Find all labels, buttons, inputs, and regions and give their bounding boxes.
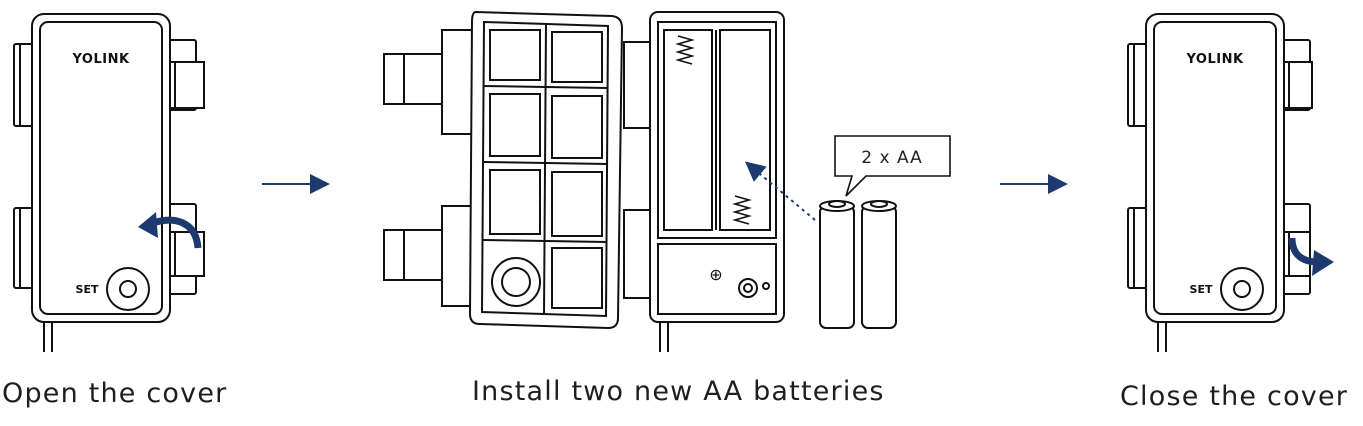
brand-label-left: YOLINK xyxy=(71,52,130,67)
caption-install-batteries: Install two new AA batteries xyxy=(472,376,885,407)
close-arrow-head-icon xyxy=(1312,250,1334,276)
battery-callout: 2 x AA xyxy=(834,135,951,197)
caption-open-cover: Open the cover xyxy=(2,378,228,409)
insert-arrow-icon xyxy=(744,161,816,221)
set-label-right: SET xyxy=(1190,283,1213,296)
positive-terminal-icon: ⊕ xyxy=(709,265,722,284)
step2-open-cover xyxy=(383,10,624,330)
brand-label-right: YOLINK xyxy=(1185,52,1244,67)
aa-battery-icon xyxy=(819,200,897,329)
step1-device xyxy=(13,13,205,352)
step2-battery-tray xyxy=(623,11,785,352)
open-arrow-head-icon xyxy=(138,212,158,238)
caption-close-cover: Close the cover xyxy=(1120,381,1349,412)
open-arrow-icon xyxy=(148,216,202,249)
set-label-left: SET xyxy=(76,283,99,296)
callout-text: 2 x AA xyxy=(861,148,922,168)
